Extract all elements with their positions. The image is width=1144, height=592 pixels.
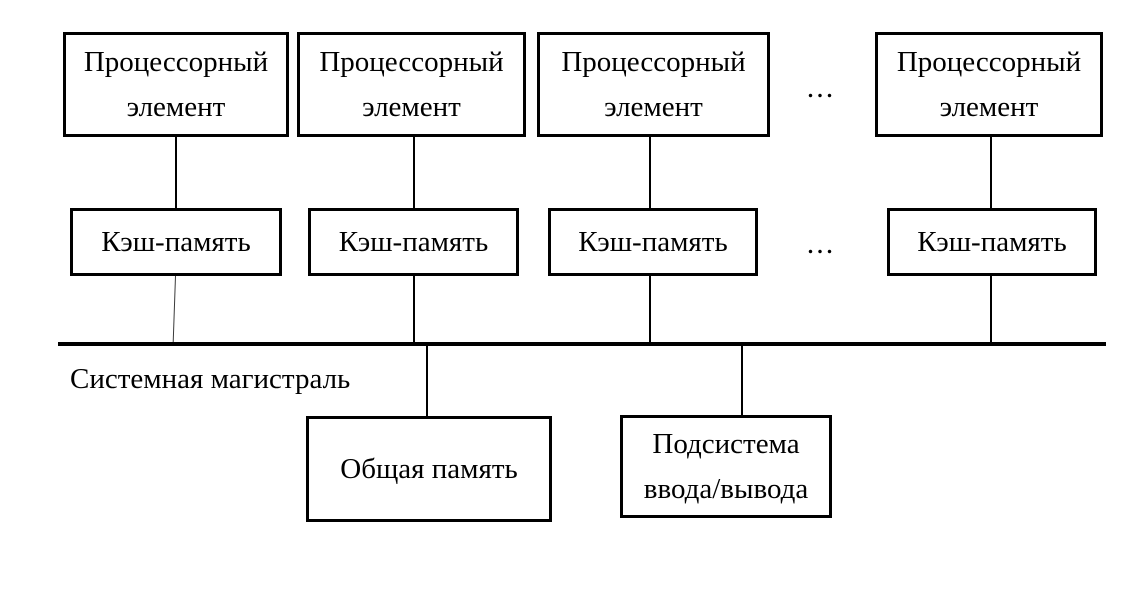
io-subsystem-label: Подсистема ввода/вывода [643, 427, 809, 505]
processor-element-label-2: Процессорный элемент [319, 45, 504, 123]
shared-memory-box: Общая память [306, 416, 552, 522]
bus-shared-memory-connector [426, 346, 428, 416]
bus-io-subsystem-connector [741, 346, 743, 415]
shared-memory-label: Общая память [340, 452, 518, 485]
cache-label-4: Кэш-память [917, 225, 1067, 258]
cache1-bus-connector [172, 276, 176, 344]
system-bus-line [58, 342, 1106, 346]
cache-row-ellipsis: ... [806, 227, 836, 260]
cache-label-1: Кэш-память [101, 225, 251, 258]
pe1-cache1-connector [175, 137, 177, 208]
cache-box-2: Кэш-память [308, 208, 519, 276]
processor-element-box-2: Процессорный элемент [297, 32, 526, 137]
pe3-cache3-connector [649, 137, 651, 208]
processor-element-label-1: Процессорный элемент [83, 45, 269, 123]
pe2-cache2-connector [413, 137, 415, 208]
processor-element-label-4: Процессорный элемент [896, 45, 1082, 123]
cache4-bus-connector [990, 276, 992, 344]
processor-element-box-1: Процессорный элемент [63, 32, 289, 137]
cache-box-1: Кэш-память [70, 208, 282, 276]
cache-label-2: Кэш-память [338, 225, 489, 258]
pe4-cache4-connector [990, 137, 992, 208]
processor-element-label-3: Процессорный элемент [561, 45, 746, 123]
processor-element-box-3: Процессорный элемент [537, 32, 770, 137]
io-subsystem-box: Подсистема ввода/вывода [620, 415, 832, 518]
system-bus-label: Системная магистраль [70, 363, 351, 395]
processor-row-ellipsis: ... [806, 71, 836, 104]
cache3-bus-connector [649, 276, 651, 344]
processor-element-box-4: Процессорный элемент [875, 32, 1103, 137]
cache-box-3: Кэш-память [548, 208, 758, 276]
cache-box-4: Кэш-память [887, 208, 1097, 276]
cache-label-3: Кэш-память [578, 225, 728, 258]
cache2-bus-connector [413, 276, 415, 344]
